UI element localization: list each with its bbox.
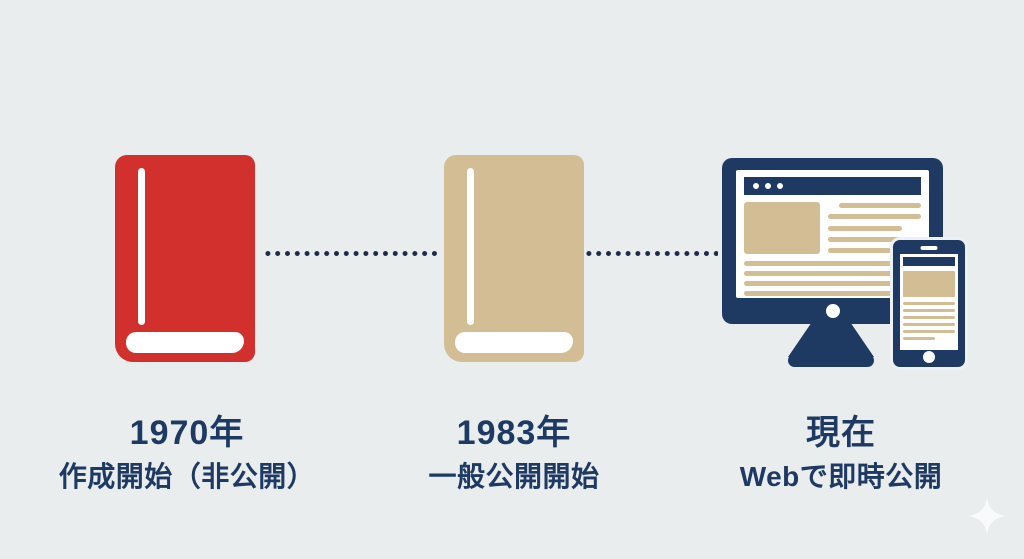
timeline-label-1970: 1970年 作成開始（非公開）	[22, 413, 352, 493]
phone-header-bar	[903, 257, 955, 266]
browser-bar	[744, 177, 921, 195]
browser-dot	[777, 183, 783, 189]
book-spine-line	[138, 168, 145, 325]
browser-dot	[765, 183, 771, 189]
phone-speaker	[920, 246, 938, 250]
book-pages	[455, 332, 573, 353]
book-cover	[444, 155, 584, 362]
desktop-monitor-icon	[722, 158, 943, 324]
tan-closed-book-icon	[444, 155, 584, 362]
monitor-chin-button	[825, 304, 840, 318]
dotted-connector-1	[263, 250, 441, 257]
desktop-smartphone-icon	[722, 158, 970, 372]
caption-text: 作成開始（非公開）	[58, 460, 316, 492]
year-text: 現在	[806, 414, 876, 452]
book-pages	[126, 332, 244, 353]
caption-text: 一般公開開始	[428, 460, 600, 492]
red-closed-book-icon	[115, 155, 255, 362]
browser-dot	[753, 183, 759, 189]
book-cover	[115, 155, 255, 362]
webpage-text-lines	[744, 261, 921, 296]
phone-image-placeholder	[903, 271, 955, 297]
phone-text-lines	[903, 302, 955, 340]
dotted-connector-2	[584, 250, 718, 257]
phone-screen	[900, 254, 958, 350]
monitor-stand	[788, 323, 874, 357]
phone-home-button	[923, 351, 935, 363]
year-text: 1983年	[456, 414, 572, 452]
monitor-screen	[736, 170, 929, 298]
year-text: 1970年	[129, 414, 245, 452]
webpage-content	[744, 202, 921, 296]
timeline-label-1983: 1983年 一般公開開始	[349, 413, 679, 493]
webpage-image-placeholder	[744, 202, 820, 254]
timeline-label-present: 現在 Webで即時公開	[676, 413, 1006, 493]
webpage-text-lines	[828, 202, 921, 254]
book-spine-line	[467, 168, 474, 325]
four-point-star-icon	[969, 498, 1005, 534]
monitor-stand-base	[788, 354, 874, 367]
caption-text: Webで即時公開	[739, 460, 943, 492]
smartphone-icon	[890, 237, 968, 370]
